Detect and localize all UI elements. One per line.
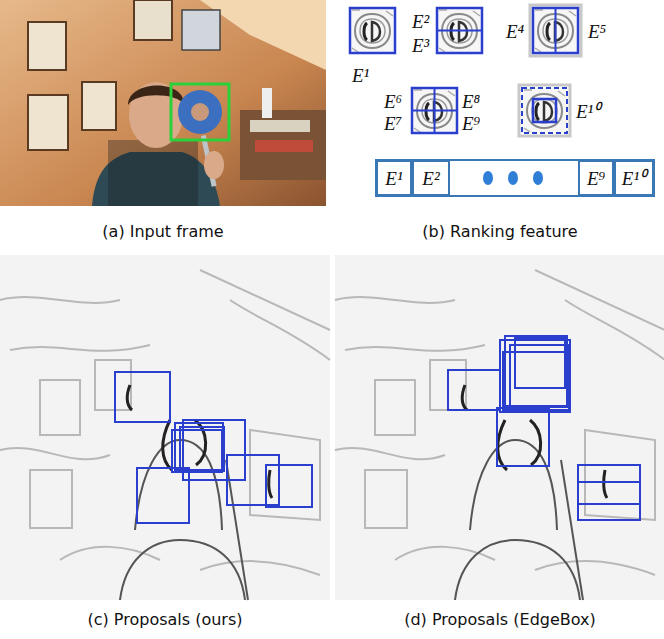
feature-cell: E² bbox=[412, 160, 450, 196]
feature-label: E¹ bbox=[385, 169, 402, 188]
feature-label: E⁹ bbox=[587, 169, 605, 188]
panel-caption: (b) Ranking feature bbox=[422, 224, 577, 240]
patch-label: E¹ bbox=[352, 66, 369, 85]
patch-label: E⁸ bbox=[462, 92, 480, 111]
patch-label: E⁹ bbox=[462, 114, 480, 133]
patch-label: E⁷ bbox=[384, 114, 402, 133]
patch-label: E⁵ bbox=[588, 22, 606, 41]
feature-cell: E¹⁰ bbox=[614, 160, 654, 196]
panel-caption: (d) Proposals (EdgeBox) bbox=[404, 612, 596, 628]
panel-caption: (a) Input frame bbox=[102, 224, 223, 240]
patch-label: E² bbox=[412, 12, 429, 31]
feature-cell: E⁹ bbox=[578, 160, 614, 196]
patch-label: E⁴ bbox=[506, 22, 524, 41]
patch-label: E⁶ bbox=[384, 92, 402, 111]
patch-label: E¹⁰ bbox=[576, 102, 600, 121]
panel-caption: (c) Proposals (ours) bbox=[87, 612, 242, 628]
patch-label: E³ bbox=[412, 36, 429, 55]
feature-cell: E¹ bbox=[376, 160, 412, 196]
feature-label: E² bbox=[422, 169, 439, 188]
feature-label: E¹⁰ bbox=[622, 169, 646, 188]
